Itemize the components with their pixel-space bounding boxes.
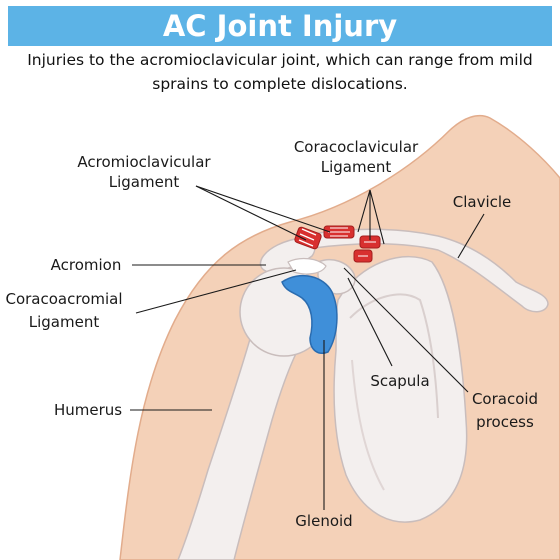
- coracoacromial-ligament: [287, 257, 327, 275]
- humerus-bone: [177, 295, 320, 560]
- label-glenoid: Glenoid: [295, 512, 352, 530]
- label-scapula: Scapula: [370, 372, 429, 390]
- leader-lines: [130, 185, 485, 510]
- label-acromioclavicular-ligament-line1: Acromioclavicular: [77, 153, 211, 171]
- label-coracoid-process-line1: Coracoid: [472, 390, 538, 408]
- leader-clavicle: [457, 213, 485, 259]
- label-acromioclavicular-ligament-line2: Ligament: [109, 173, 180, 191]
- glenoid-cartilage: [281, 274, 338, 354]
- leader-ac-ligament-b: [195, 185, 331, 233]
- leader-ac-ligament-a: [195, 185, 307, 241]
- scapula-inner-line: [351, 359, 385, 491]
- leader-scapula: [347, 277, 393, 367]
- acromion-bone: [259, 237, 316, 273]
- leader-cc-ligament-a: [357, 189, 371, 233]
- label-coracoacromial-ligament-line1: Coracoacromial: [5, 290, 122, 308]
- label-coracoacromial-ligament-line2: Ligament: [29, 313, 100, 331]
- leader-cc-ligament-c: [369, 189, 385, 245]
- clavicle-bone: [297, 228, 549, 313]
- cc-ligament-fibers-1: [328, 227, 350, 237]
- label-coracoid-process-line2: process: [476, 413, 534, 431]
- title-banner: AC Joint Injury: [8, 6, 552, 46]
- leader-coracoid-process: [343, 267, 469, 393]
- ac-ligament-fibers: [298, 228, 317, 247]
- scapula-bone: [333, 255, 468, 523]
- label-acromion: Acromion: [51, 256, 122, 274]
- subtitle-line-1: Injuries to the acromioclavicular joint,…: [27, 51, 533, 69]
- page-title: AC Joint Injury: [162, 9, 398, 43]
- label-coracoclavicular-ligament-line1: Coracoclavicular: [294, 138, 419, 156]
- label-clavicle: Clavicle: [453, 193, 512, 211]
- cc-ligament-fibers-2: [358, 241, 376, 257]
- scapula-ridge: [349, 293, 439, 419]
- leader-coracoacromial-ligament: [135, 269, 297, 314]
- page-subtitle: Injuries to the acromioclavicular joint,…: [0, 48, 560, 96]
- subtitle-line-2: sprains to complete dislocations.: [152, 75, 408, 93]
- label-humerus: Humerus: [54, 401, 122, 419]
- label-coracoclavicular-ligament-line2: Ligament: [321, 158, 392, 176]
